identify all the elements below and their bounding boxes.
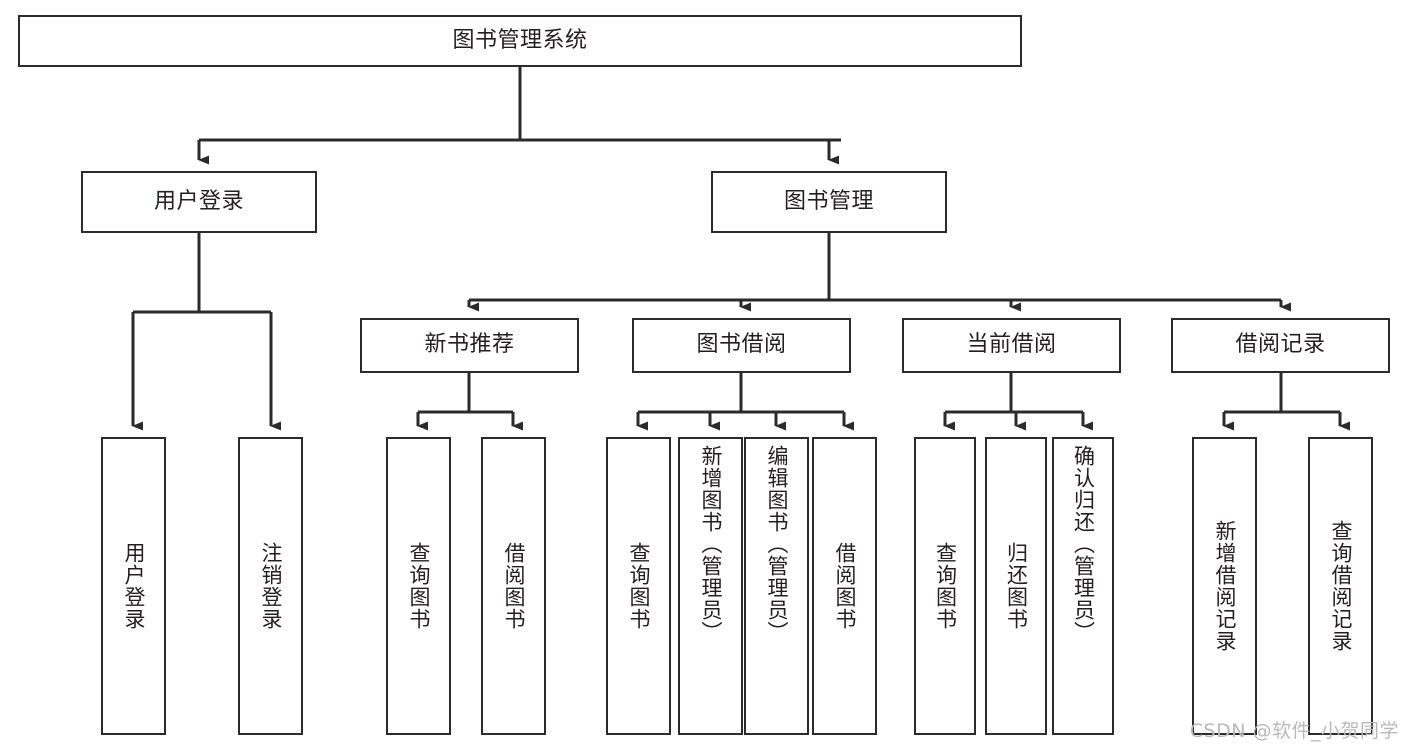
connector-borrow-record-to-leaves bbox=[1222, 373, 1350, 431]
node-leaf-user-login[interactable]: 用户登录 bbox=[101, 437, 166, 735]
node-leaf-add-book-admin[interactable]: 新增图书（管理员） bbox=[678, 437, 743, 735]
node-label: 查询图书 bbox=[406, 542, 431, 630]
node-label: 注销登录 bbox=[258, 542, 283, 630]
node-label: 借阅图书 bbox=[832, 542, 857, 630]
node-leaf-edit-book-admin[interactable]: 编辑图书（管理员） bbox=[744, 437, 809, 735]
node-label: 编辑图书（管理员） bbox=[764, 445, 789, 643]
node-leaf-add-borrow-record[interactable]: 新增借阅记录 bbox=[1192, 437, 1257, 735]
connector-book-management-to-level3 bbox=[467, 233, 1291, 312]
node-root-book-management-system[interactable]: 图书管理系统 bbox=[18, 15, 1022, 67]
node-leaf-borrow-book[interactable]: 借阅图书 bbox=[812, 437, 877, 735]
node-leaf-query-book-current[interactable]: 查询图书 bbox=[914, 437, 976, 735]
node-label: 查询借阅记录 bbox=[1328, 520, 1353, 652]
connector-book-borrow-to-leaves bbox=[636, 373, 854, 431]
node-label: 借阅图书 bbox=[501, 542, 526, 630]
node-leaf-user-logout[interactable]: 注销登录 bbox=[238, 437, 303, 735]
node-label: 新书推荐 bbox=[424, 332, 515, 358]
connector-new-book-recommend-to-leaves bbox=[416, 373, 523, 431]
connector-user-login-to-leaves bbox=[131, 233, 281, 431]
node-leaf-confirm-return-admin[interactable]: 确认归还（管理员） bbox=[1052, 437, 1114, 735]
node-leaf-return-book[interactable]: 归还图书 bbox=[985, 437, 1047, 735]
node-user-login[interactable]: 用户登录 bbox=[81, 171, 317, 233]
node-label: 确认归还（管理员） bbox=[1071, 445, 1096, 643]
node-borrow-record[interactable]: 借阅记录 bbox=[1171, 318, 1390, 373]
node-label: 图书借阅 bbox=[696, 332, 787, 358]
node-label: 新增图书（管理员） bbox=[698, 445, 723, 643]
node-current-borrow[interactable]: 当前借阅 bbox=[902, 318, 1121, 373]
node-label: 新增借阅记录 bbox=[1212, 520, 1237, 652]
node-label: 图书管理 bbox=[783, 188, 874, 214]
node-leaf-query-book-borrow[interactable]: 查询图书 bbox=[606, 437, 671, 735]
node-new-book-recommend[interactable]: 新书推荐 bbox=[360, 318, 579, 373]
connector-root-to-level2 bbox=[197, 67, 841, 165]
node-label: 查询图书 bbox=[626, 542, 651, 630]
node-label: 借阅记录 bbox=[1235, 332, 1326, 358]
node-label: 当前借阅 bbox=[966, 332, 1057, 358]
node-label: 图书管理系统 bbox=[452, 27, 588, 53]
node-leaf-query-borrow-record[interactable]: 查询借阅记录 bbox=[1308, 437, 1373, 735]
node-book-borrow[interactable]: 图书借阅 bbox=[632, 318, 851, 373]
connector-current-borrow-to-leaves bbox=[943, 373, 1093, 431]
node-book-management[interactable]: 图书管理 bbox=[711, 171, 947, 233]
csdn-watermark: CSDN @软件_小贺同学 bbox=[1189, 720, 1399, 742]
node-leaf-query-book-recommend[interactable]: 查询图书 bbox=[386, 437, 451, 735]
node-leaf-borrow-book-recommend[interactable]: 借阅图书 bbox=[481, 437, 546, 735]
node-label: 归还图书 bbox=[1004, 542, 1029, 630]
node-label: 用户登录 bbox=[153, 188, 244, 214]
node-label: 查询图书 bbox=[933, 542, 958, 630]
node-label: 用户登录 bbox=[121, 542, 146, 630]
